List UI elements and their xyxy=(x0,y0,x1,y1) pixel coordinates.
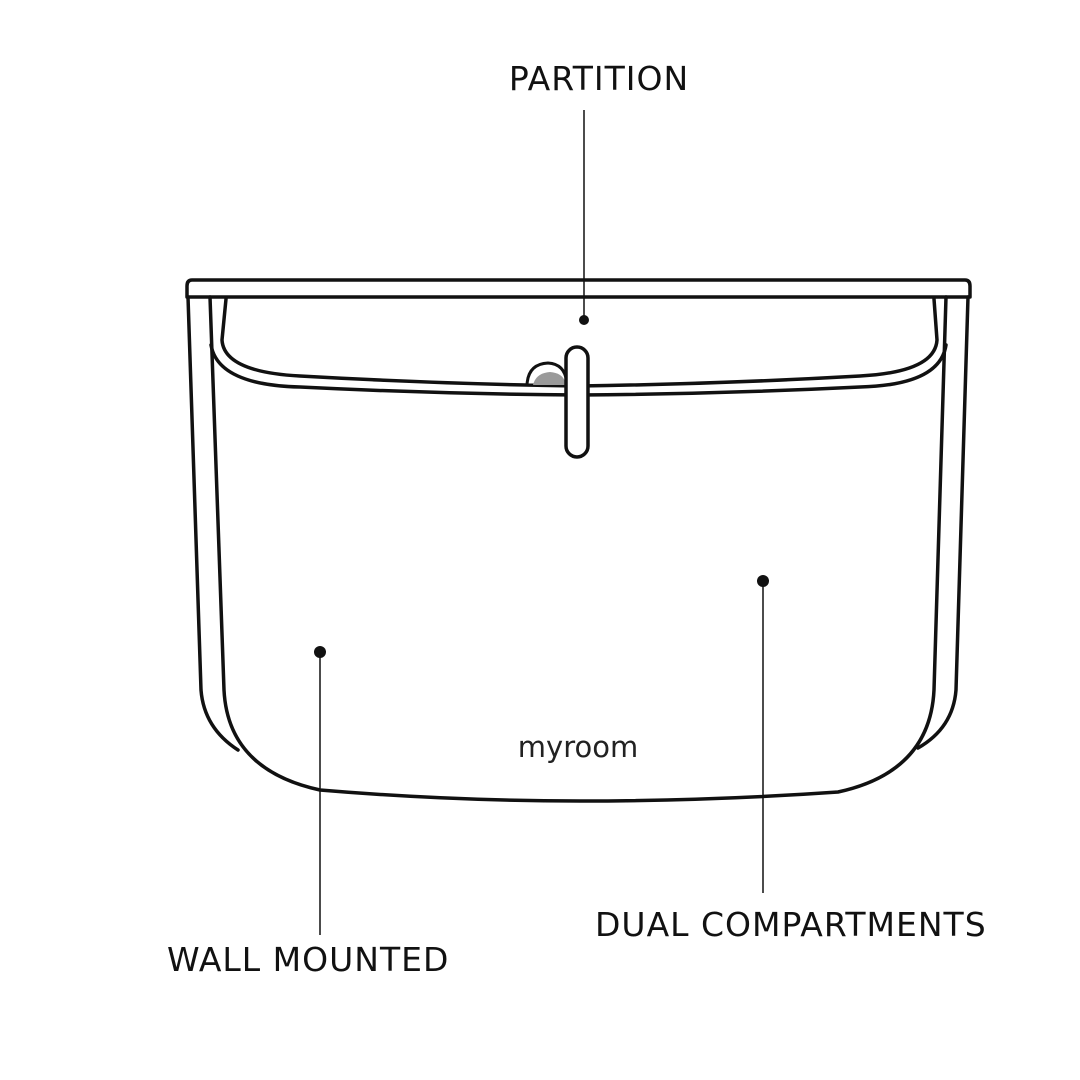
callout-partition: PARTITION xyxy=(509,59,689,325)
label-dual-compartments: DUAL COMPARTMENTS xyxy=(595,905,987,944)
partition-tab xyxy=(564,345,590,459)
callout-dot xyxy=(579,315,589,325)
body-front xyxy=(208,295,948,803)
label-partition: PARTITION xyxy=(509,59,689,98)
brand-logo: myroom xyxy=(518,730,638,764)
callout-wall-mounted: WALL MOUNTED xyxy=(167,646,449,979)
partition-knob xyxy=(525,361,569,387)
left-outer-wall xyxy=(186,295,240,752)
callout-dual-compartments: DUAL COMPARTMENTS xyxy=(595,575,987,944)
callout-dot xyxy=(757,575,769,587)
label-wall-mounted: WALL MOUNTED xyxy=(167,940,449,979)
right-outer-wall xyxy=(916,295,970,750)
callout-dot xyxy=(314,646,326,658)
organizer-outline: myroom xyxy=(185,278,972,803)
top-rim xyxy=(185,278,972,299)
